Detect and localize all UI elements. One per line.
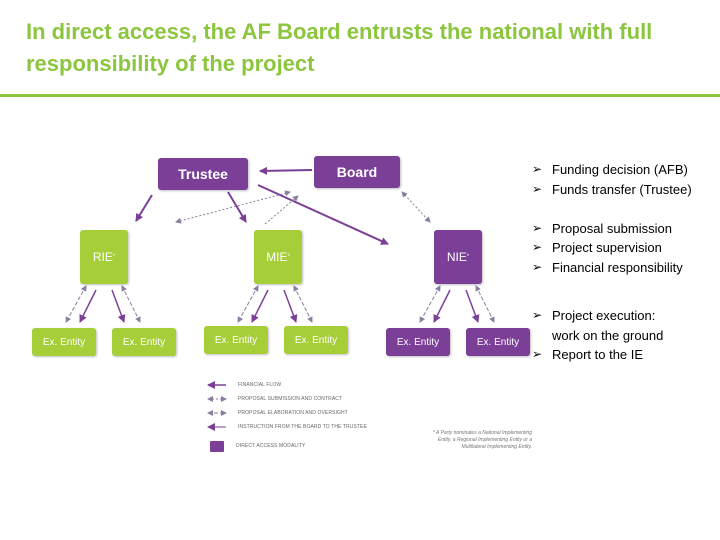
trustee-to-rie-arrow bbox=[135, 194, 153, 222]
trustee-to-mie-arrow bbox=[227, 191, 247, 223]
legend-row-instruction: INSTRUCTION FROM THE BOARD TO THE TRUSTE… bbox=[206, 420, 367, 434]
arrow-bullet-icon: ➢ bbox=[532, 162, 543, 176]
arrow-bullet-icon: ➢ bbox=[532, 240, 543, 254]
mie-exentity2-solid-arrow bbox=[283, 289, 298, 323]
legend-row-proposal-submission: PROPOSAL SUBMISSION AND CONTRACT bbox=[206, 392, 342, 406]
rie-ex-entity-2: Ex. Entity bbox=[112, 328, 176, 356]
mie-ex-entity-2: Ex. Entity bbox=[284, 326, 348, 354]
footnote: * A Party nominates a National Implement… bbox=[432, 430, 532, 450]
arrow-bullet-icon: ➢ bbox=[532, 259, 543, 274]
rie-board-dotted-arrow bbox=[175, 190, 291, 224]
ex-entity-label: Ex. Entity bbox=[42, 336, 86, 348]
bullet-item: ➢ Project supervision bbox=[530, 238, 716, 258]
bullet-text: Report to the IE bbox=[552, 347, 644, 362]
arrow-bullet-icon: ➢ bbox=[532, 220, 543, 235]
rie-exentity1-dashed-arrow bbox=[65, 285, 87, 323]
ex-entity-label: Ex. Entity bbox=[396, 336, 440, 348]
mie-ex-entity-1: Ex. Entity bbox=[204, 326, 268, 354]
nie-exentity1-solid-arrow bbox=[433, 289, 451, 323]
legend-label: DIRECT ACCESS MODALITY bbox=[236, 443, 306, 449]
nie-exentity2-solid-arrow bbox=[465, 289, 480, 323]
nie-exentity1-dashed-arrow bbox=[419, 285, 441, 323]
rie-label: RIE bbox=[92, 250, 113, 264]
mie-exentity1-dashed-arrow bbox=[237, 285, 259, 323]
nie-asterisk: * bbox=[466, 254, 470, 260]
rie-exentity2-solid-arrow bbox=[111, 289, 126, 323]
mie-exentity2-dashed-arrow bbox=[293, 285, 313, 323]
mie-board-dotted-arrow bbox=[264, 195, 299, 225]
rie-exentity1-solid-arrow bbox=[79, 289, 97, 323]
ex-entity-label: Ex. Entity bbox=[214, 334, 258, 346]
legend-row-proposal-elaboration: PROPOSAL ELABORATION AND OVERSIGHT bbox=[206, 406, 348, 420]
arrow-bullet-icon: ➢ bbox=[532, 347, 543, 361]
ex-entity-label: Ex. Entity bbox=[476, 336, 520, 348]
title-underline bbox=[0, 94, 720, 97]
bullet-text-continuation: work on the ground bbox=[552, 327, 664, 343]
rie-asterisk: * bbox=[112, 254, 116, 260]
ex-entity-label: Ex. Entity bbox=[294, 334, 338, 346]
rie-ex-entity-1: Ex. Entity bbox=[32, 328, 96, 356]
bullet-item: ➢ Project execution: work on the ground bbox=[530, 306, 716, 345]
ex-entity-label: Ex. Entity bbox=[122, 336, 166, 348]
legend-label: PROPOSAL SUBMISSION AND CONTRACT bbox=[238, 396, 343, 402]
arrow-bullet-icon: ➢ bbox=[532, 308, 543, 322]
bullet-item: ➢ Financial responsibility bbox=[530, 258, 716, 278]
rie-exentity2-dashed-arrow bbox=[121, 285, 141, 323]
nie-label: NIE bbox=[446, 250, 467, 264]
nie-board-dotted-arrow bbox=[401, 191, 431, 223]
trustee-label: Trustee bbox=[178, 166, 228, 182]
board-label: Board bbox=[336, 164, 378, 180]
legend-row-financial-flow: FINANCIAL FLOW bbox=[206, 378, 281, 392]
bullet-text: Financial responsibility bbox=[552, 259, 683, 275]
nie-ex-entity-1: Ex. Entity bbox=[386, 328, 450, 356]
responsibility-bullets: ➢ Funding decision (AFB) ➢ Funds transfer … bbox=[530, 160, 716, 365]
mie-asterisk: * bbox=[287, 254, 290, 260]
mie-box: MIE* bbox=[254, 230, 302, 284]
legend-label: PROPOSAL ELABORATION AND OVERSIGHT bbox=[238, 410, 348, 416]
legend-row-direct-access: DIRECT ACCESS MODALITY bbox=[206, 439, 305, 453]
bullet-item: ➢ Funds transfer (Trustee) bbox=[530, 180, 716, 200]
bullet-item: ➢ Proposal submission bbox=[530, 219, 716, 239]
mie-label: MIE bbox=[266, 250, 288, 264]
mie-exentity1-solid-arrow bbox=[251, 289, 269, 323]
bullet-item: ➢ Report to the IE bbox=[530, 345, 716, 365]
board-box: Board bbox=[314, 156, 400, 188]
bullet-item: ➢ Funding decision (AFB) bbox=[530, 160, 716, 180]
bullet-text: Funding decision (AFB) bbox=[552, 162, 688, 177]
direct-access-swatch bbox=[210, 440, 224, 452]
bullet-text: Proposal submission bbox=[552, 220, 672, 236]
nie-exentity2-dashed-arrow bbox=[475, 285, 495, 323]
trustee-box: Trustee bbox=[158, 158, 248, 190]
legend-label: FINANCIAL FLOW bbox=[238, 382, 282, 388]
bullet-text: Funds transfer (Trustee) bbox=[552, 181, 692, 197]
legend-label: INSTRUCTION FROM THE BOARD TO THE TRUSTE… bbox=[238, 424, 367, 430]
rie-box: RIE* bbox=[80, 230, 128, 284]
slide-title: In direct access, the AF Board entrusts … bbox=[26, 19, 653, 76]
bullet-text: Project supervision bbox=[552, 240, 662, 255]
arrow-bullet-icon: ➢ bbox=[532, 181, 543, 196]
nie-ex-entity-2: Ex. Entity bbox=[466, 328, 530, 356]
nie-box: NIE* bbox=[434, 230, 482, 284]
bullet-text: Project execution: bbox=[552, 308, 656, 323]
board-to-trustee-arrow bbox=[259, 166, 313, 175]
